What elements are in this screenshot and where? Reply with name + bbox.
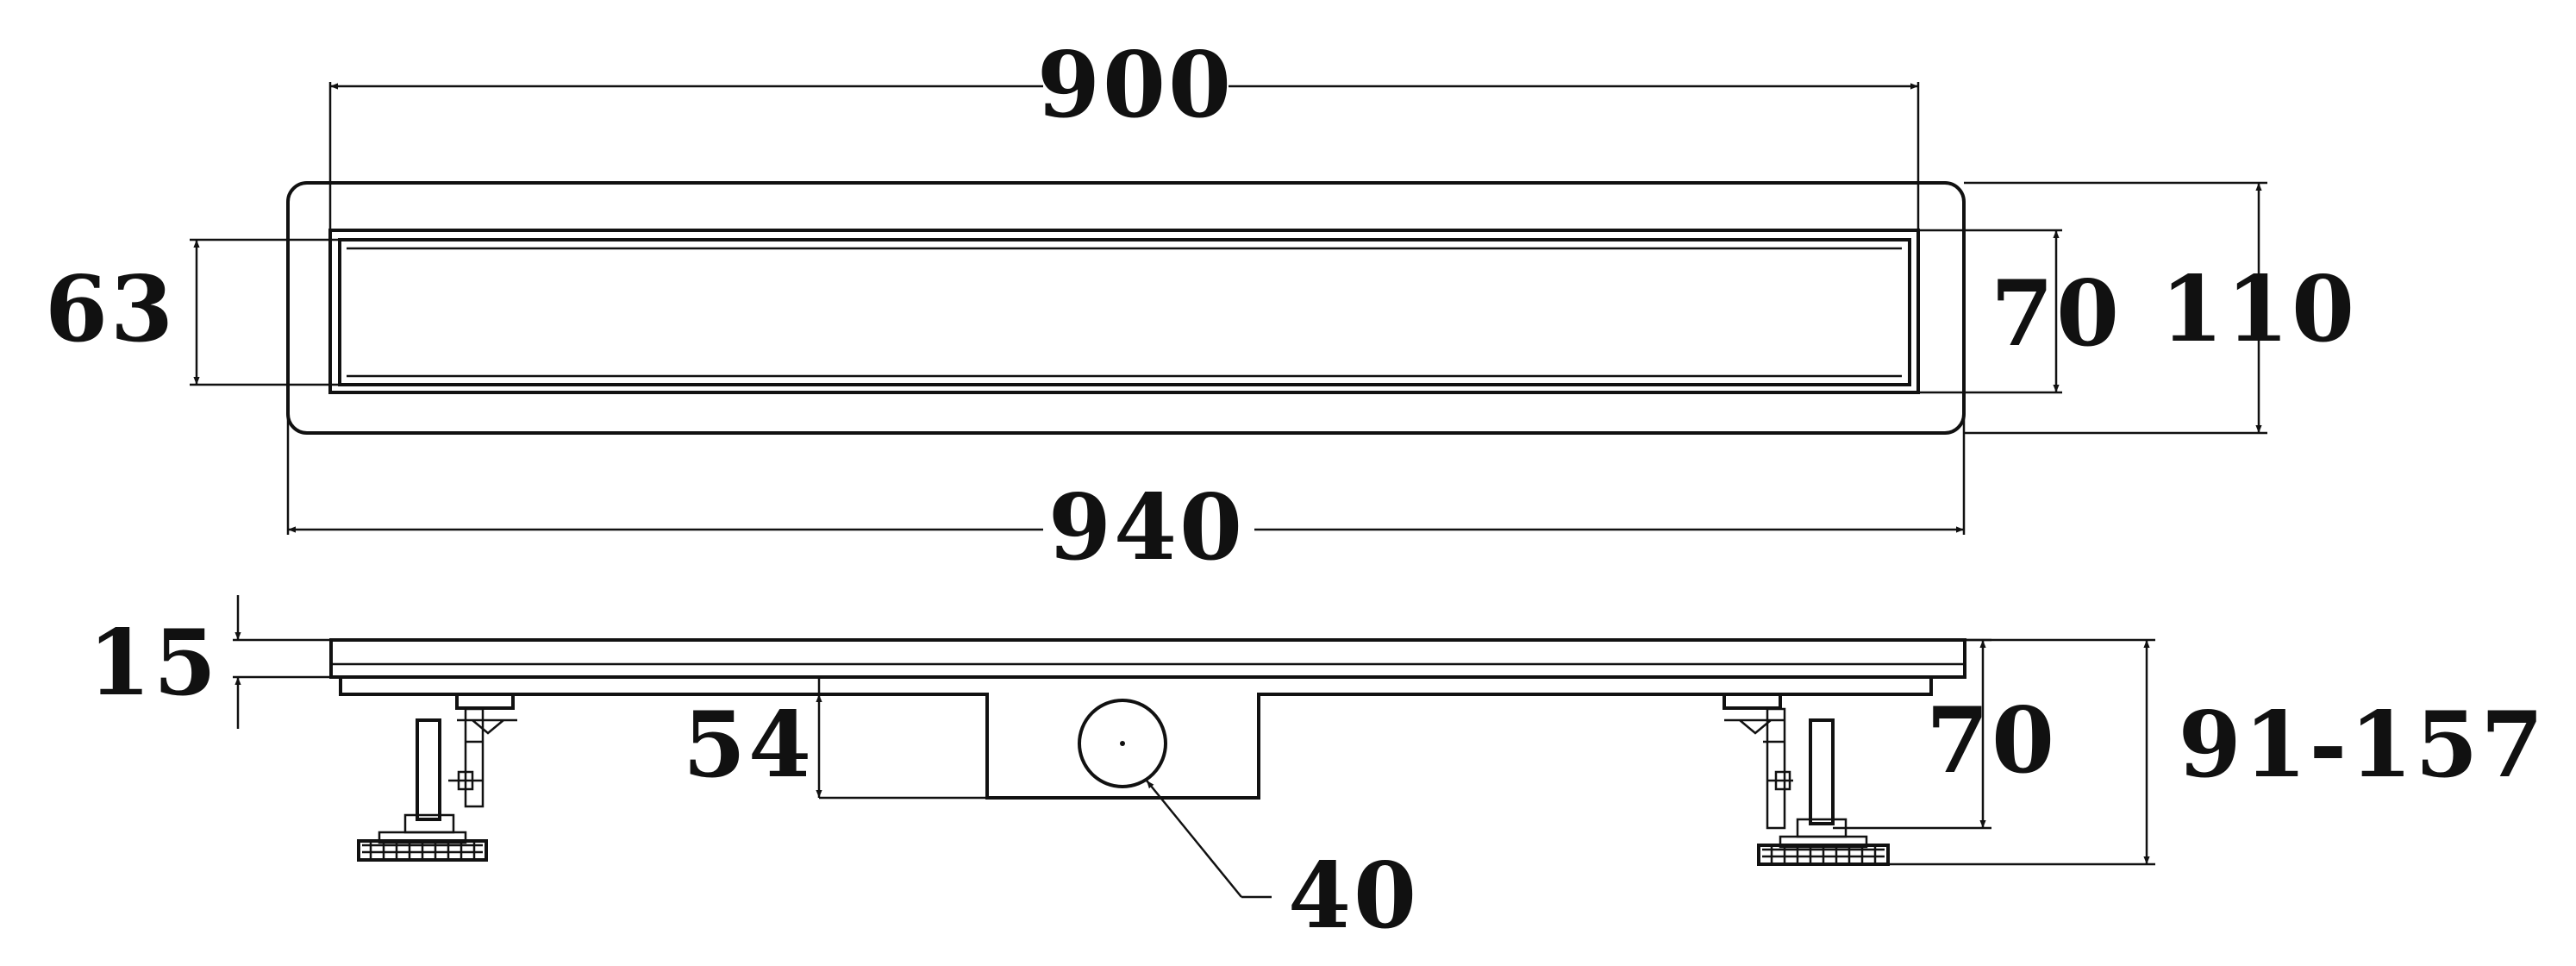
dimension-label-40: 40 [1288, 842, 1419, 949]
dimension-label-900: 900 [1037, 31, 1234, 138]
dimension-label-110: 110 [2160, 255, 2357, 362]
left-adjustable-foot [357, 693, 517, 862]
dimension-label-91-157: 91-157 [2179, 691, 2547, 798]
channel-body [339, 677, 1933, 800]
channel-outline [328, 229, 1920, 394]
right-adjustable-foot [1723, 693, 1890, 866]
leader-line [1146, 780, 1242, 898]
drain-body-outline [286, 181, 1966, 435]
dimension-label-940: 940 [1048, 474, 1245, 580]
dimension-label-54: 54 [683, 691, 814, 798]
side-view: 15 54 40 [88, 595, 2547, 949]
top-flange [329, 638, 1966, 679]
outlet-center [1120, 741, 1125, 746]
dimension-label-15: 15 [88, 609, 219, 716]
dimension-label-63: 63 [45, 255, 176, 362]
dimension-label-70-side: 70 [1926, 687, 2057, 794]
outlet-pipe [1078, 699, 1167, 788]
top-view: 900 940 63 70 110 [45, 31, 2357, 580]
grate-outline [338, 238, 1911, 386]
dimension-label-70-top: 70 [1991, 260, 2122, 367]
